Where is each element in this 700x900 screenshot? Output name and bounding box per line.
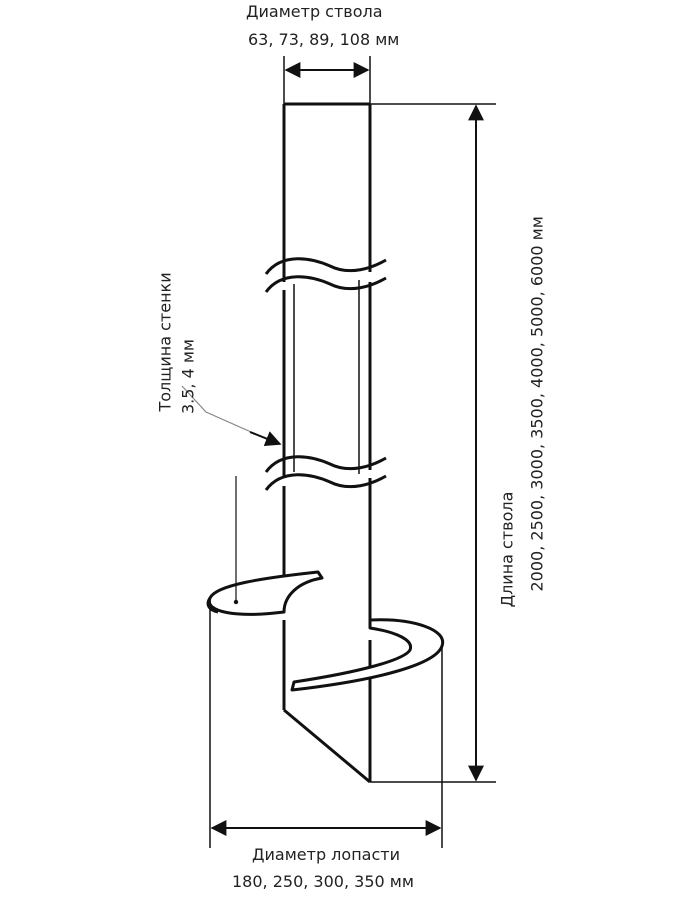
wall-thickness-title: Толщина стенки [155,272,175,412]
wall-thickness-leader [181,385,282,447]
shaft-length-values: 2000, 2500, 3000, 3500, 4000, 5000, 6000… [527,216,547,592]
blade-diameter-values: 180, 250, 300, 350 мм [232,872,414,891]
pile-shaft [282,102,372,784]
wall-thickness-values: 3.5, 4 мм [178,338,198,415]
blade-diameter-dimension [209,600,443,848]
blade-diameter-title: Диаметр лопасти [252,845,400,864]
shaft-diameter-dimension [283,56,371,104]
blade-leader [233,476,239,605]
shaft-diameter-title: Диаметр ствола [246,2,383,21]
break-line-bottom [264,455,387,491]
shaft-length-title: Длина ствола [497,491,517,608]
shaft-length-dimension [370,103,496,783]
shaft-diameter-values: 63, 73, 89, 108 мм [248,30,400,49]
break-line-top [264,257,387,293]
shaft-inner-wall [293,280,360,474]
helical-blade [206,570,445,692]
